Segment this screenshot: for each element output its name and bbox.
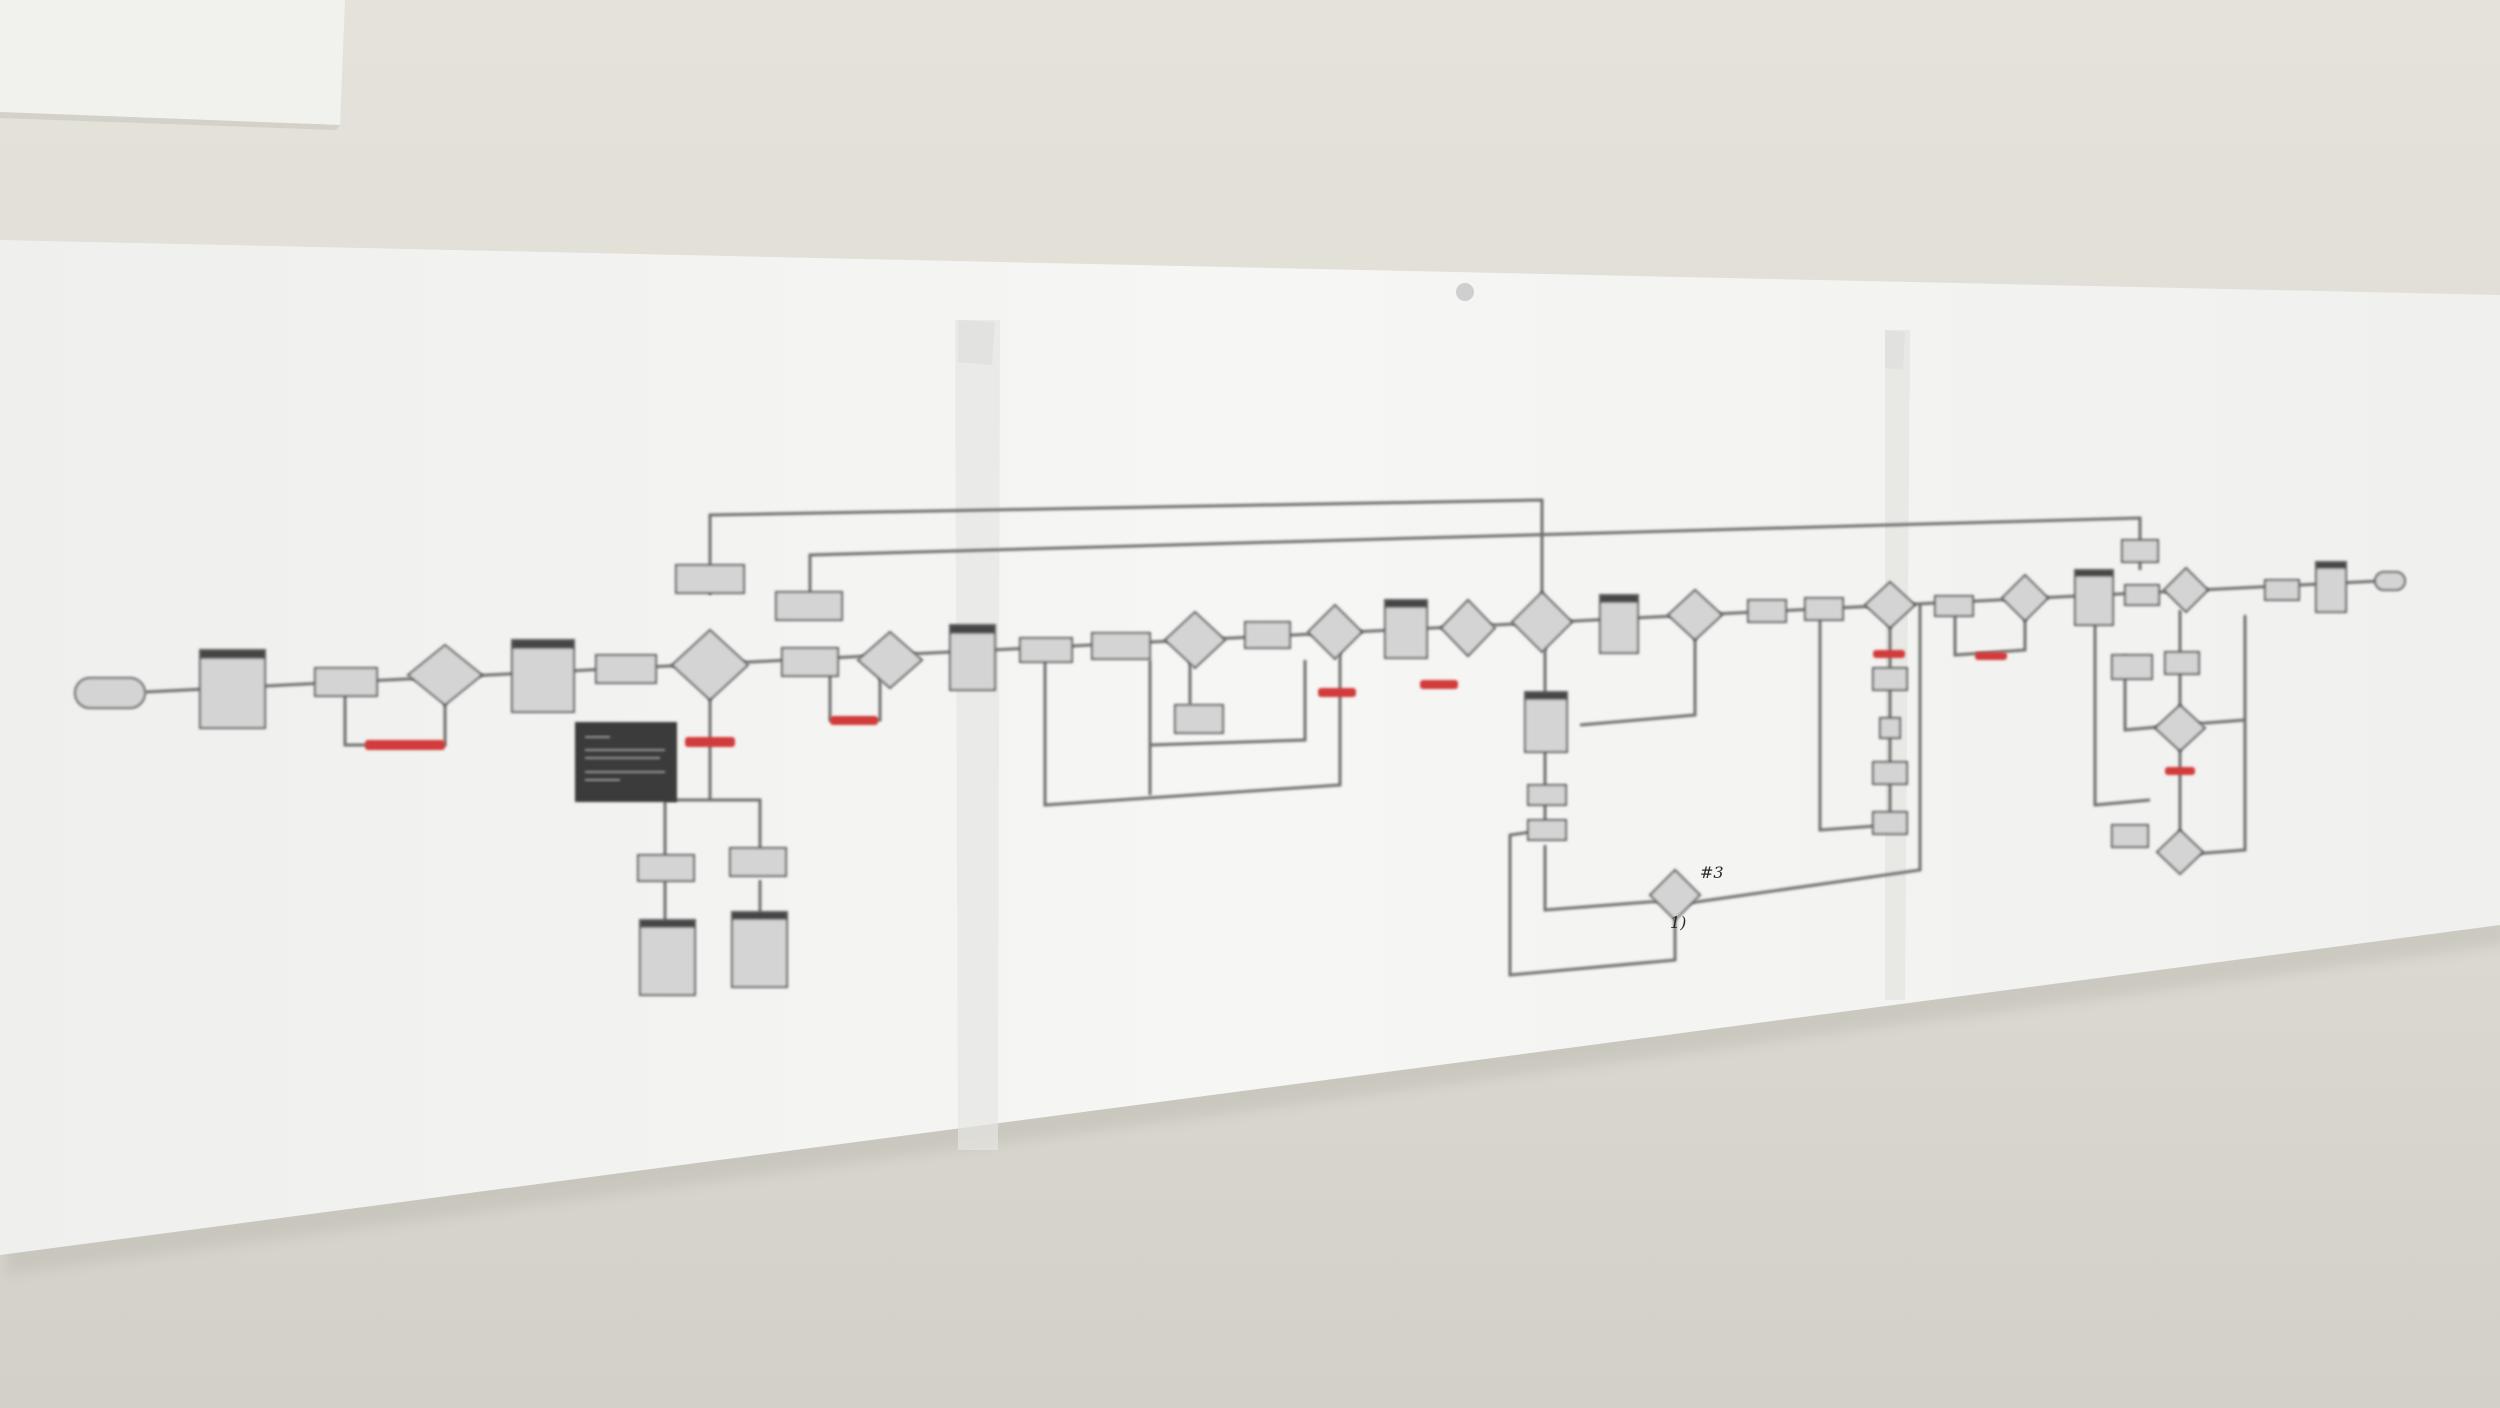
- decision-1: [406, 643, 484, 707]
- decision-9: [1863, 580, 1917, 630]
- error-marker-2: [685, 737, 735, 747]
- screen-box-1-header: [199, 649, 266, 659]
- start-terminal: [74, 677, 146, 709]
- screen-box-1: [199, 649, 266, 729]
- screen-box-5: [1524, 691, 1568, 753]
- decision-7: [1510, 590, 1574, 654]
- screen-box-3: [949, 624, 996, 691]
- screen-box-6-header: [1599, 594, 1639, 603]
- decision-5: [1306, 603, 1364, 661]
- pin: [1456, 283, 1474, 301]
- p2-loop-3: [1149, 660, 1307, 747]
- process-top-1: [675, 564, 745, 594]
- handwritten-note-1: #3: [1700, 863, 1724, 882]
- screen-box-2: [511, 639, 575, 713]
- decision-4: [1163, 610, 1227, 670]
- error-markers: [365, 650, 2195, 775]
- col-box-4: [1872, 811, 1908, 835]
- screen-box-low-2: [731, 911, 788, 988]
- screen-box-6: [1599, 594, 1639, 654]
- center-right-up: [1579, 625, 1697, 727]
- screen-box-5-header: [1524, 691, 1568, 700]
- decision-10: [2000, 573, 2050, 623]
- paper-seam-1: [955, 320, 1000, 1150]
- col-box-1: [1872, 667, 1908, 691]
- screen-box-4: [1384, 599, 1428, 659]
- process-top-2: [775, 591, 843, 621]
- process-15: [2264, 579, 2300, 601]
- lower-branch-2: [710, 798, 762, 860]
- process-18: [2111, 824, 2149, 848]
- partial-sheet: [0, 0, 345, 125]
- handwritten-note-2: 1): [1670, 913, 1686, 932]
- process-3: [781, 647, 839, 677]
- process-14: [2124, 584, 2160, 606]
- col-box-3: [1872, 761, 1908, 785]
- error-marker-5: [1420, 680, 1458, 689]
- flowchart-shapes: [74, 539, 2406, 996]
- flowchart-paper: [0, 240, 2500, 1255]
- error-marker-4: [1318, 688, 1356, 697]
- process-5: [1091, 632, 1151, 660]
- process-7: [1174, 704, 1224, 734]
- process-6: [1244, 621, 1291, 649]
- process-16: [2111, 654, 2153, 680]
- decision-13: [2155, 828, 2205, 876]
- decision-6: [1439, 598, 1497, 658]
- screen-box-low-1-header: [639, 919, 696, 928]
- screen-box-low-1: [639, 919, 696, 996]
- process-low-2: [729, 847, 787, 877]
- decision-11: [2162, 566, 2210, 614]
- process-13: [2121, 539, 2159, 563]
- error-marker-7: [1975, 652, 2007, 660]
- right-loop-2: [2093, 600, 2151, 807]
- screen-box-7: [2074, 569, 2114, 626]
- loop-line-1: [708, 498, 1544, 610]
- center-loop-c: [1674, 605, 1922, 907]
- process-12: [1934, 595, 1974, 617]
- col-box-2: [1879, 717, 1901, 739]
- center-loop-b: [1543, 845, 1676, 912]
- tape-2: [1885, 330, 1905, 370]
- error-marker-6: [1873, 650, 1905, 658]
- screen-box-low-2-header: [731, 911, 788, 920]
- error-marker-8: [2165, 767, 2195, 775]
- process-low-1: [637, 854, 695, 882]
- center-loop-a: [1508, 828, 1677, 977]
- tape-1: [958, 320, 995, 365]
- process-10: [1747, 599, 1787, 623]
- screen-box-7-header: [2074, 569, 2114, 577]
- screen-box-3-header: [949, 624, 996, 634]
- decision-12: [2153, 703, 2207, 753]
- dark-note-lines: [585, 736, 665, 781]
- process-9: [1527, 819, 1567, 841]
- process-17: [2164, 651, 2200, 675]
- process-8: [1527, 784, 1567, 806]
- screen-box-2-header: [511, 639, 575, 649]
- dark-note-box: [575, 722, 677, 802]
- process-4: [1019, 637, 1073, 663]
- process-1: [314, 667, 378, 697]
- error-marker-1: [365, 740, 445, 750]
- decision-2: [670, 628, 750, 702]
- process-11: [1804, 597, 1844, 621]
- screen-box-8-header: [2315, 561, 2347, 569]
- screen-box-4-header: [1384, 599, 1428, 608]
- partial-sheet-shadow: [0, 112, 340, 130]
- decision-8: [1666, 588, 1724, 642]
- decision-3: [856, 630, 924, 690]
- decision-bottom: [1648, 868, 1702, 922]
- end-terminal: [2374, 571, 2406, 591]
- process-2: [595, 654, 657, 684]
- screen-box-8: [2315, 561, 2347, 613]
- error-marker-3: [830, 716, 878, 725]
- p2-loop-1: [1043, 640, 1342, 807]
